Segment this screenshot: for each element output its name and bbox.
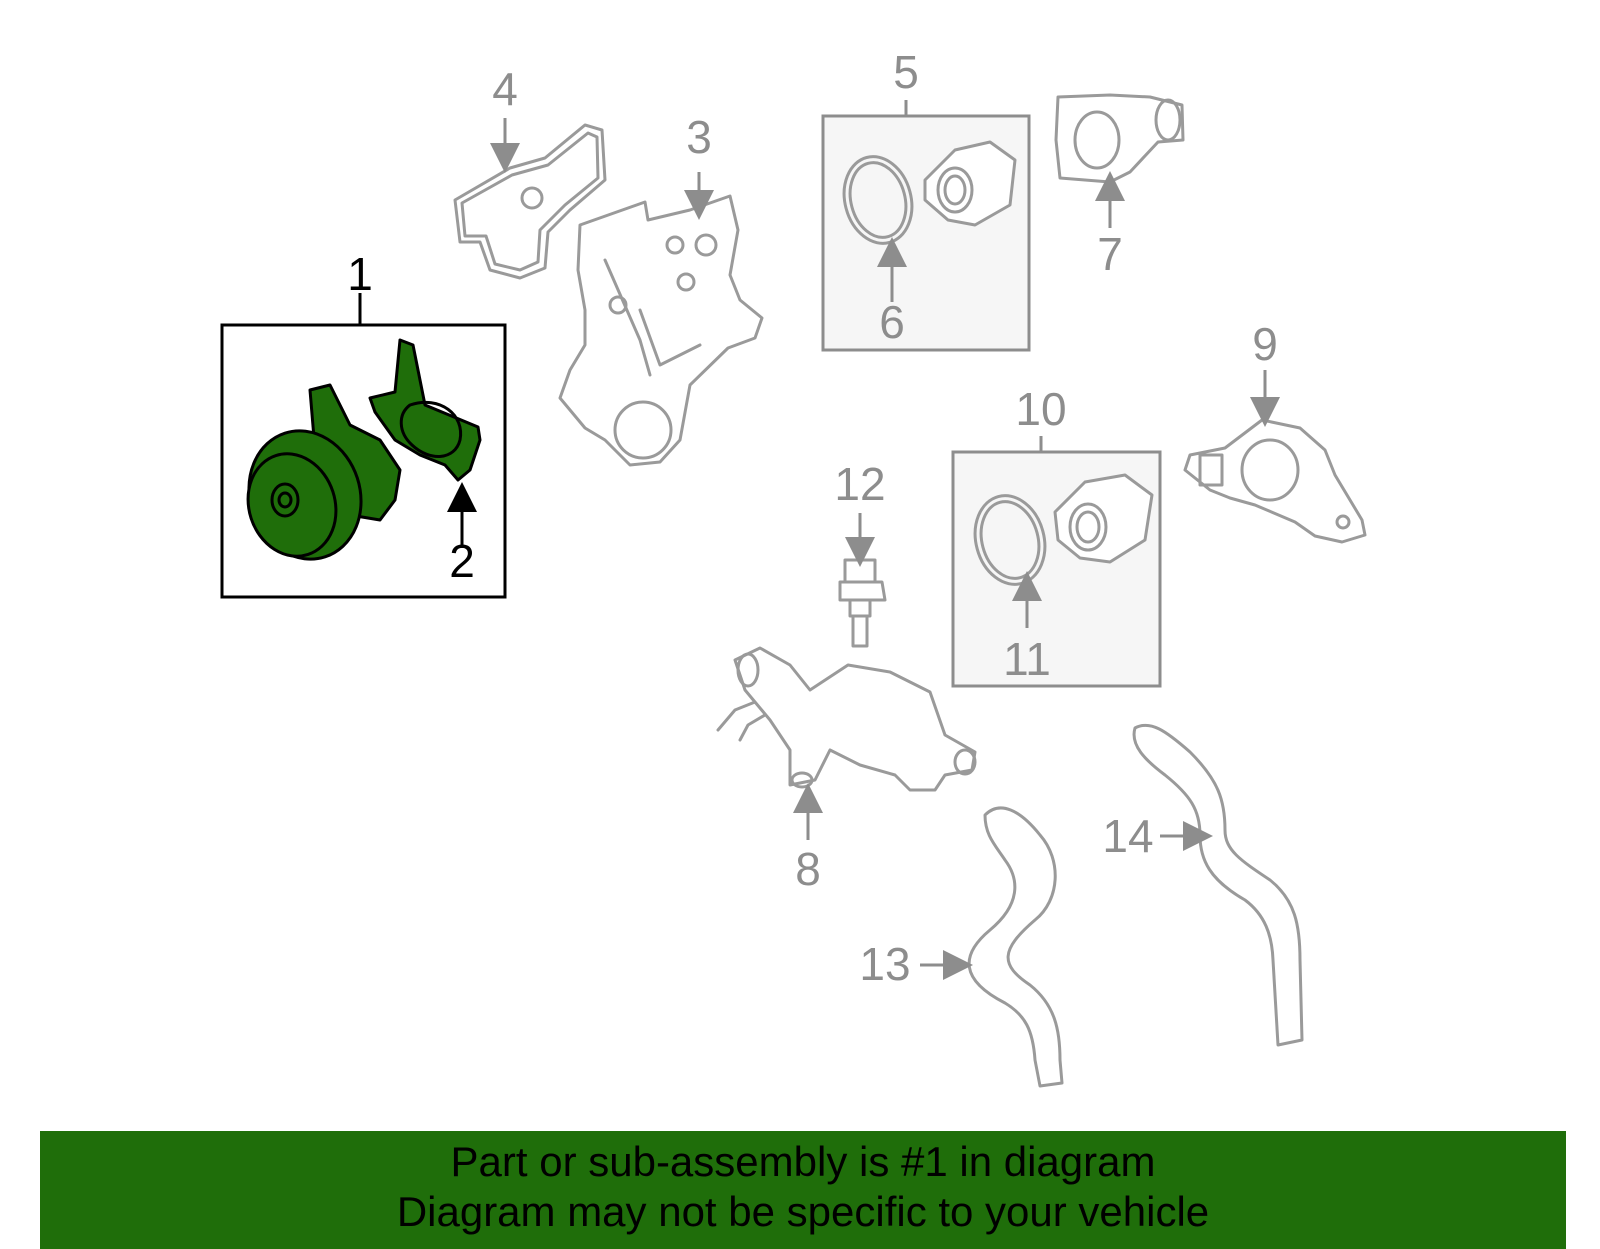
part-9-gasket[interactable] [1183, 418, 1367, 544]
callout-11: 11 [1003, 633, 1051, 685]
part-7-housing[interactable] [1054, 93, 1185, 184]
water-pump-group[interactable] [220, 293, 507, 599]
callout-4: 4 [492, 63, 518, 115]
callout-6: 6 [879, 296, 905, 348]
callout-14: 14 [1102, 810, 1153, 862]
part-12-sensor[interactable] [838, 558, 887, 648]
part-4-gasket[interactable] [453, 123, 607, 280]
callout-13: 13 [859, 938, 910, 990]
callout-8: 8 [795, 843, 821, 895]
callout-5: 5 [893, 46, 919, 98]
pump-gasket[interactable] [368, 338, 482, 482]
banner-line-1: Part or sub-assembly is #1 in diagram [450, 1138, 1156, 1185]
part-10-box[interactable] [951, 436, 1162, 688]
callout-3: 3 [686, 111, 712, 163]
part-5-box[interactable] [821, 100, 1031, 352]
part-8-housing[interactable] [716, 646, 977, 792]
callout-7: 7 [1097, 228, 1123, 280]
info-banner: Part or sub-assembly is #1 in diagram Di… [40, 1131, 1566, 1249]
callout-10: 10 [1015, 383, 1066, 435]
part-13-hose[interactable] [967, 806, 1064, 1088]
banner-line-2: Diagram may not be specific to your vehi… [396, 1188, 1210, 1235]
part-3-cover[interactable] [558, 194, 764, 467]
callout-1: 1 [347, 248, 373, 300]
callout-12: 12 [834, 458, 885, 510]
callout-9: 9 [1252, 318, 1278, 370]
callout-2: 2 [449, 535, 475, 587]
part-14-hose[interactable] [1132, 723, 1304, 1047]
parts-diagram: 1 2 3 4 5 6 7 8 9 10 11 12 13 14 [220, 46, 1367, 1088]
